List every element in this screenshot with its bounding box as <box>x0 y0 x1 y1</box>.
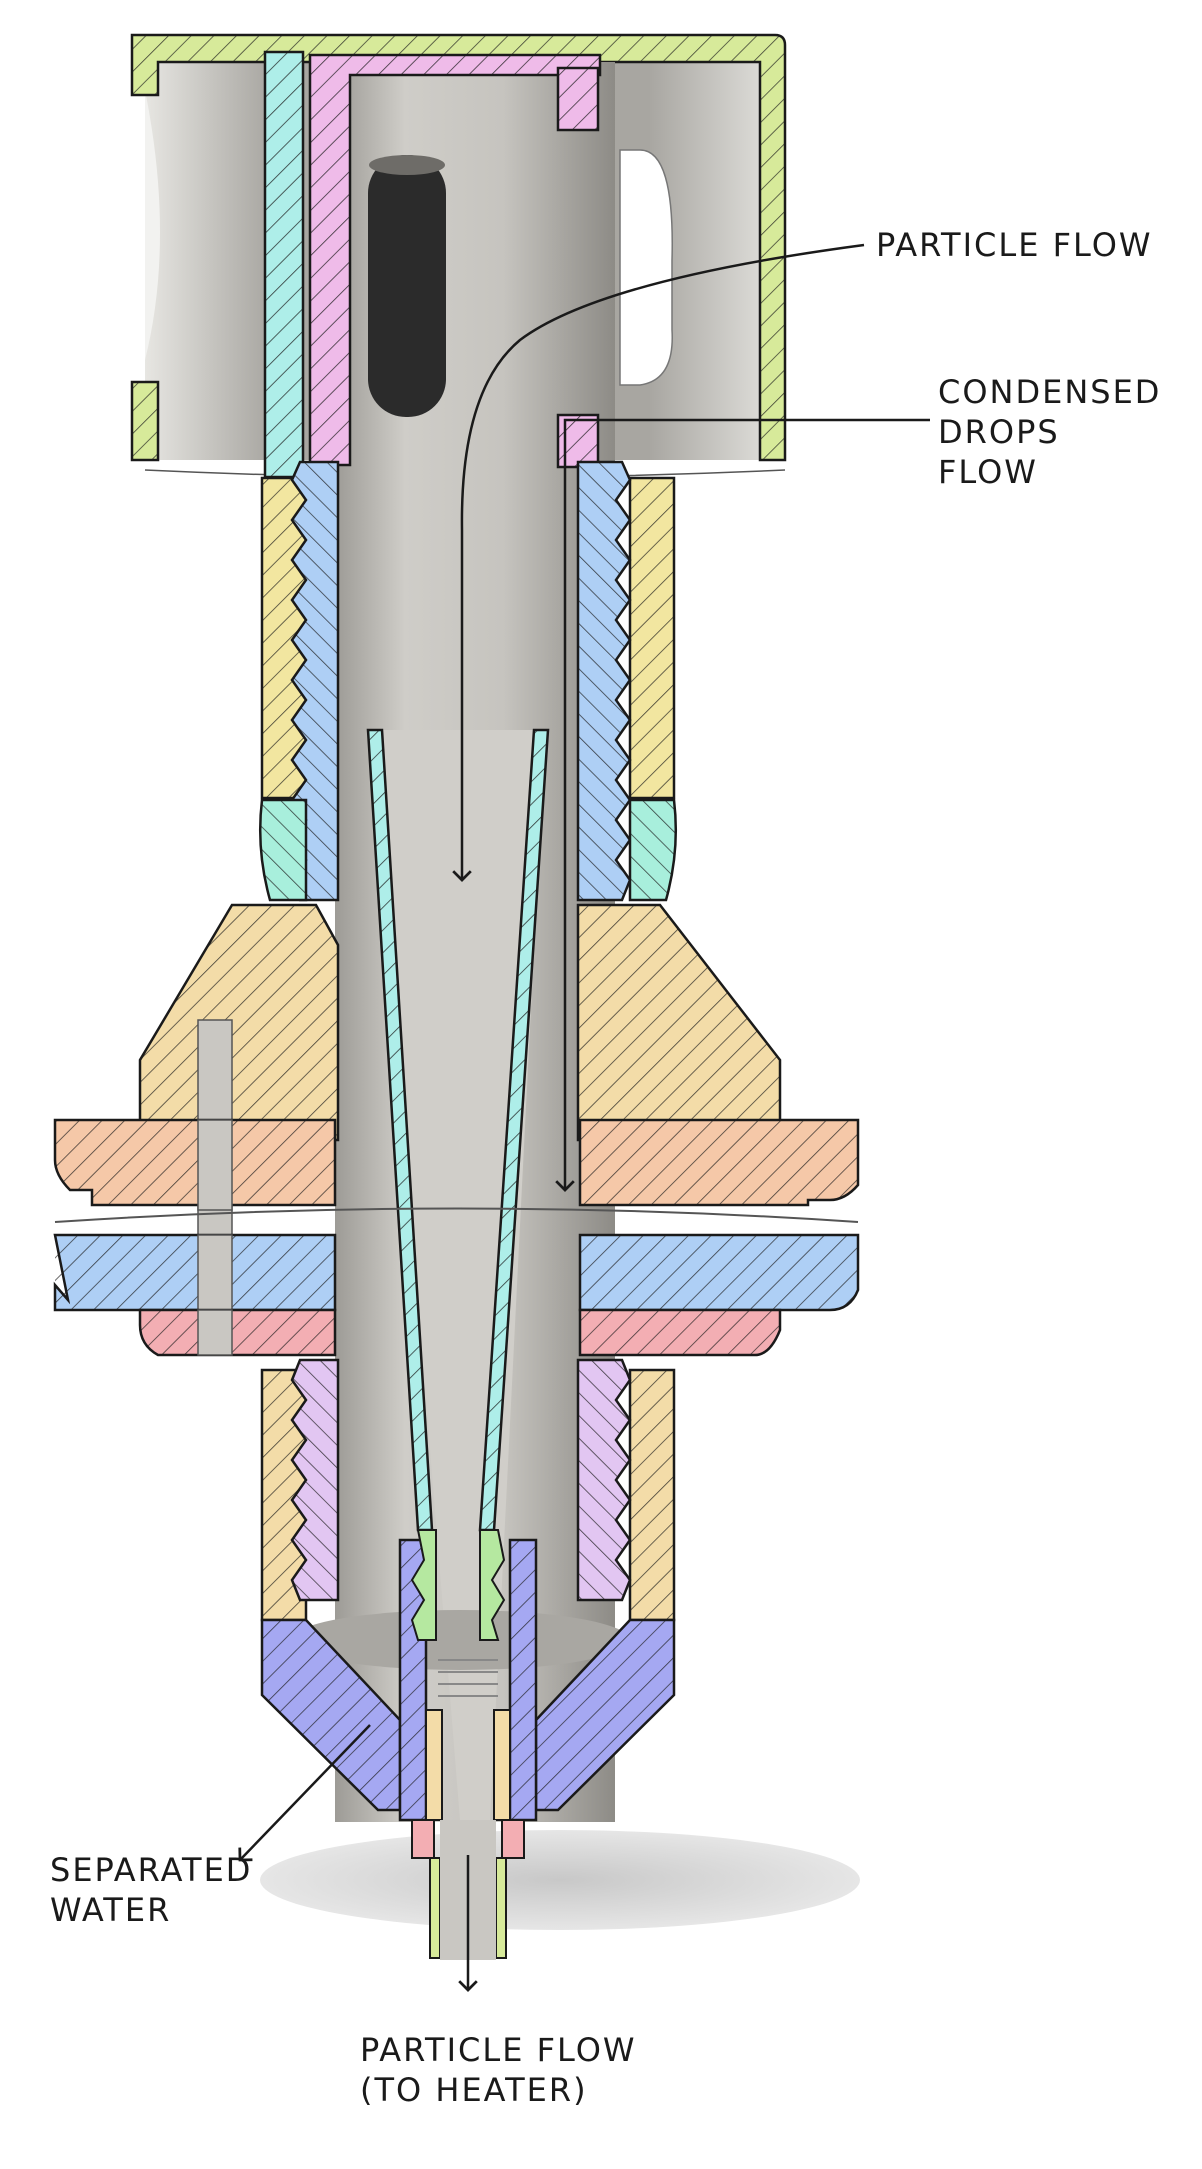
label-condensed-line3: FLOW <box>938 453 1038 491</box>
label-heater-line2: (TO HEATER) <box>360 2071 588 2109</box>
label-separated-line1: SEPARATED <box>50 1851 253 1889</box>
label-particle-flow-text: PARTICLE FLOW <box>876 226 1153 264</box>
label-condensed-line2: DROPS <box>938 413 1060 451</box>
label-condensed-line1: CONDENSED <box>938 373 1162 411</box>
ground-shadow <box>260 1830 860 1930</box>
separated-water-arrow <box>238 1724 371 1862</box>
label-particle-flow: PARTICLE FLOW <box>876 225 1153 265</box>
pink-inner-sleeve <box>308 53 602 469</box>
label-separated-water: SEPARATED WATER <box>50 1850 252 1930</box>
label-separated-line2: WATER <box>50 1891 172 1929</box>
rose-gasket <box>138 1308 782 1357</box>
lower-threaded-coupling <box>260 1358 676 1622</box>
cyan-inlet-wall <box>263 50 305 479</box>
label-particle-flow-to-heater: PARTICLE FLOW (TO HEATER) <box>360 2030 637 2110</box>
outlet-nozzle <box>398 1529 538 1960</box>
conical-body <box>138 903 782 1251</box>
central-tube <box>335 62 615 1822</box>
label-heater-line1: PARTICLE FLOW <box>360 2031 637 2069</box>
upper-threaded-coupling <box>258 460 678 902</box>
blue-flange <box>53 1233 860 1312</box>
flow-arrows <box>238 243 930 1992</box>
condensed-drops-leader <box>555 418 930 1192</box>
cyan-cone-walls <box>366 728 550 1532</box>
peach-flange <box>53 1118 860 1211</box>
label-condensed-drops-flow: CONDENSED DROPS FLOW <box>938 372 1161 492</box>
side-slot <box>368 155 446 417</box>
particle-flow-arrow <box>452 243 865 882</box>
